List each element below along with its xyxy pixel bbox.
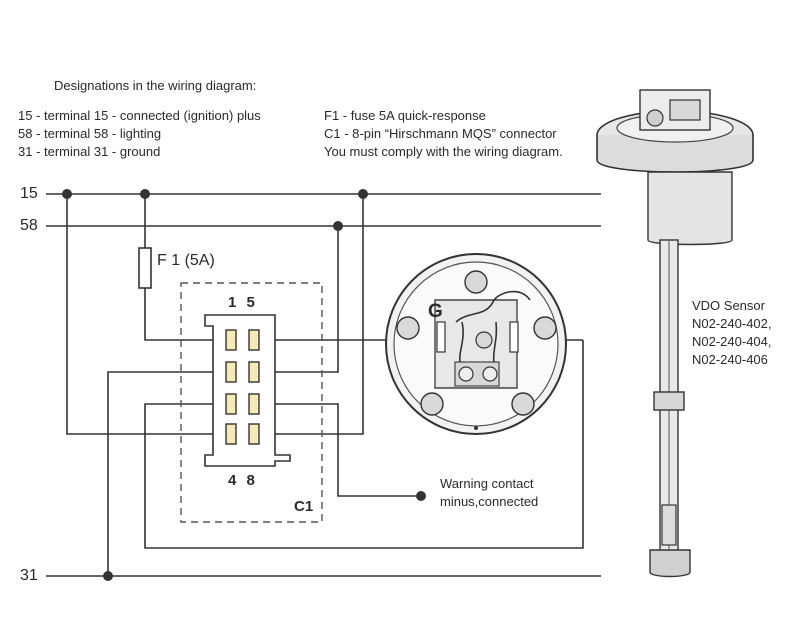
connector-top-pins: 1 5 bbox=[228, 294, 255, 311]
wire-warning-contact bbox=[254, 403, 420, 497]
connector-pin bbox=[225, 329, 237, 351]
line-label-58: 58 bbox=[20, 217, 38, 234]
vdo-sensor bbox=[596, 89, 754, 578]
connector-body bbox=[204, 314, 291, 467]
warning-contact-line1: Warning contact bbox=[440, 476, 534, 491]
connector-bottom-pins: 4 8 bbox=[228, 472, 255, 489]
line-label-31: 31 bbox=[20, 567, 38, 584]
note-comply: You must comply with the wiring diagram. bbox=[324, 144, 563, 159]
fuse-symbol bbox=[138, 247, 152, 289]
junction-dot bbox=[103, 571, 113, 581]
gauge-back bbox=[385, 253, 567, 435]
warning-contact-line2: minus,connected bbox=[440, 494, 539, 509]
connector-boundary bbox=[180, 282, 323, 523]
wire-31-to-pin2 bbox=[107, 371, 230, 576]
wire-pin3-to-sensor bbox=[144, 340, 584, 549]
junction-dot bbox=[140, 189, 150, 199]
note-terminal-58: 58 - terminal 58 - lighting bbox=[18, 126, 162, 141]
junction-dot bbox=[358, 189, 368, 199]
connector-name: C1 bbox=[294, 498, 314, 515]
wire-58-to-pin6 bbox=[254, 226, 339, 373]
sensor-model: N02-240-402, bbox=[692, 316, 772, 331]
connector-pin bbox=[248, 329, 260, 351]
sensor-model: N02-240-406 bbox=[692, 352, 768, 367]
gauge-terminal-label: G bbox=[428, 301, 443, 322]
designations-title: Designations in the wiring diagram: bbox=[54, 78, 257, 93]
note-connector: C1 - 8-pin “Hirschmann MQS” connector bbox=[324, 126, 557, 141]
note-terminal-15: 15 - terminal 15 - connected (ignition) … bbox=[18, 108, 261, 123]
warning-terminal-dot bbox=[416, 491, 426, 501]
connector-pin bbox=[248, 393, 260, 415]
sensor-title: VDO Sensor bbox=[692, 298, 765, 313]
junction-dot bbox=[62, 189, 72, 199]
wire-15-to-pin8 bbox=[254, 194, 364, 435]
connector-pin bbox=[248, 361, 260, 383]
connector-pin bbox=[225, 361, 237, 383]
note-terminal-31: 31 - terminal 31 - ground bbox=[18, 144, 161, 159]
wire-fuse-to-pin1 bbox=[144, 288, 230, 341]
sensor-model: N02-240-404, bbox=[692, 334, 772, 349]
connector-pin bbox=[225, 423, 237, 445]
connector-pin bbox=[225, 393, 237, 415]
note-fuse: F1 - fuse 5A quick-response bbox=[324, 108, 486, 123]
wire-15-to-pin4 bbox=[66, 194, 230, 435]
junction-dot bbox=[333, 221, 343, 231]
line-label-15: 15 bbox=[20, 185, 38, 202]
fuse-label: F 1 (5A) bbox=[157, 252, 215, 269]
connector-pin bbox=[248, 423, 260, 445]
